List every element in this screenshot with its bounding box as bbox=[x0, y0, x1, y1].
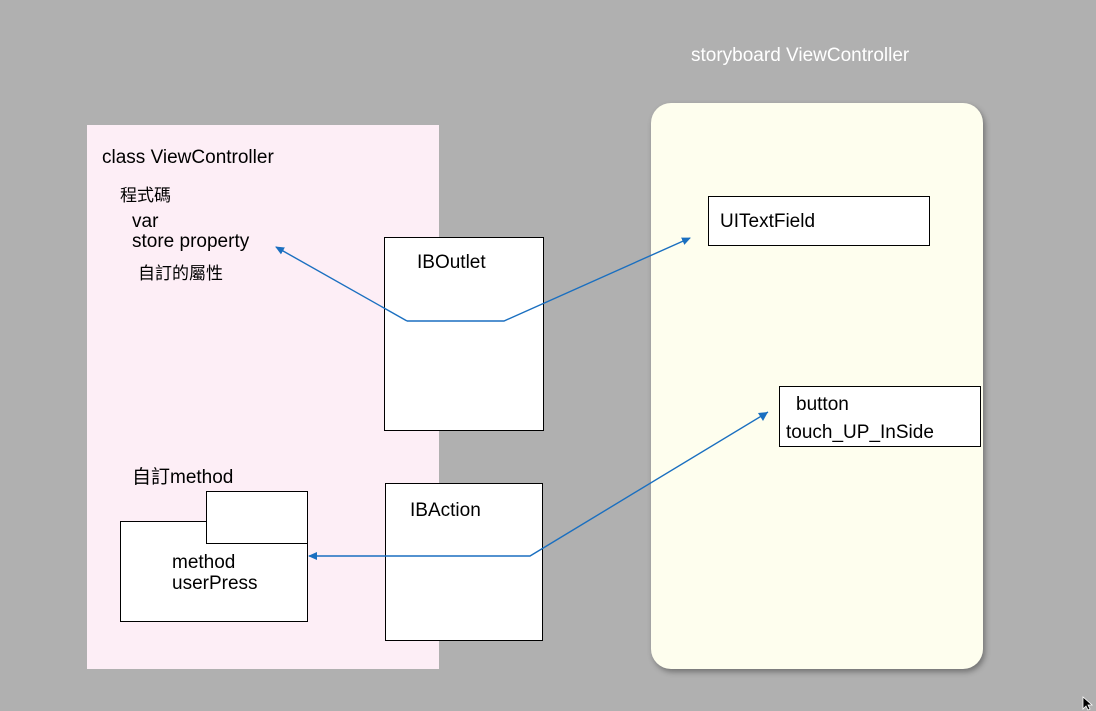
store-property-label: store property bbox=[132, 231, 250, 252]
code-heading: 程式碼 bbox=[120, 186, 171, 205]
custom-method-heading: 自訂method bbox=[132, 467, 234, 488]
button-box bbox=[779, 386, 981, 447]
iboutlet-label: IBOutlet bbox=[417, 252, 486, 273]
uitextfield-label: UITextField bbox=[720, 211, 816, 232]
touch-up-inside-label: touch_UP_InSide bbox=[786, 422, 934, 443]
storyboard-title: storyboard ViewController bbox=[691, 45, 910, 66]
button-label: button bbox=[796, 394, 849, 415]
user-press-label: userPress bbox=[172, 573, 258, 594]
class-title: class ViewController bbox=[102, 147, 274, 168]
method-label: method bbox=[172, 552, 236, 573]
mouse-cursor-icon bbox=[1082, 696, 1094, 711]
ibaction-label: IBAction bbox=[410, 500, 481, 521]
var-label: var bbox=[132, 211, 159, 232]
custom-property-label: 自訂的屬性 bbox=[138, 264, 223, 283]
uitextfield-box bbox=[708, 196, 930, 246]
method-tab-box bbox=[206, 491, 308, 544]
